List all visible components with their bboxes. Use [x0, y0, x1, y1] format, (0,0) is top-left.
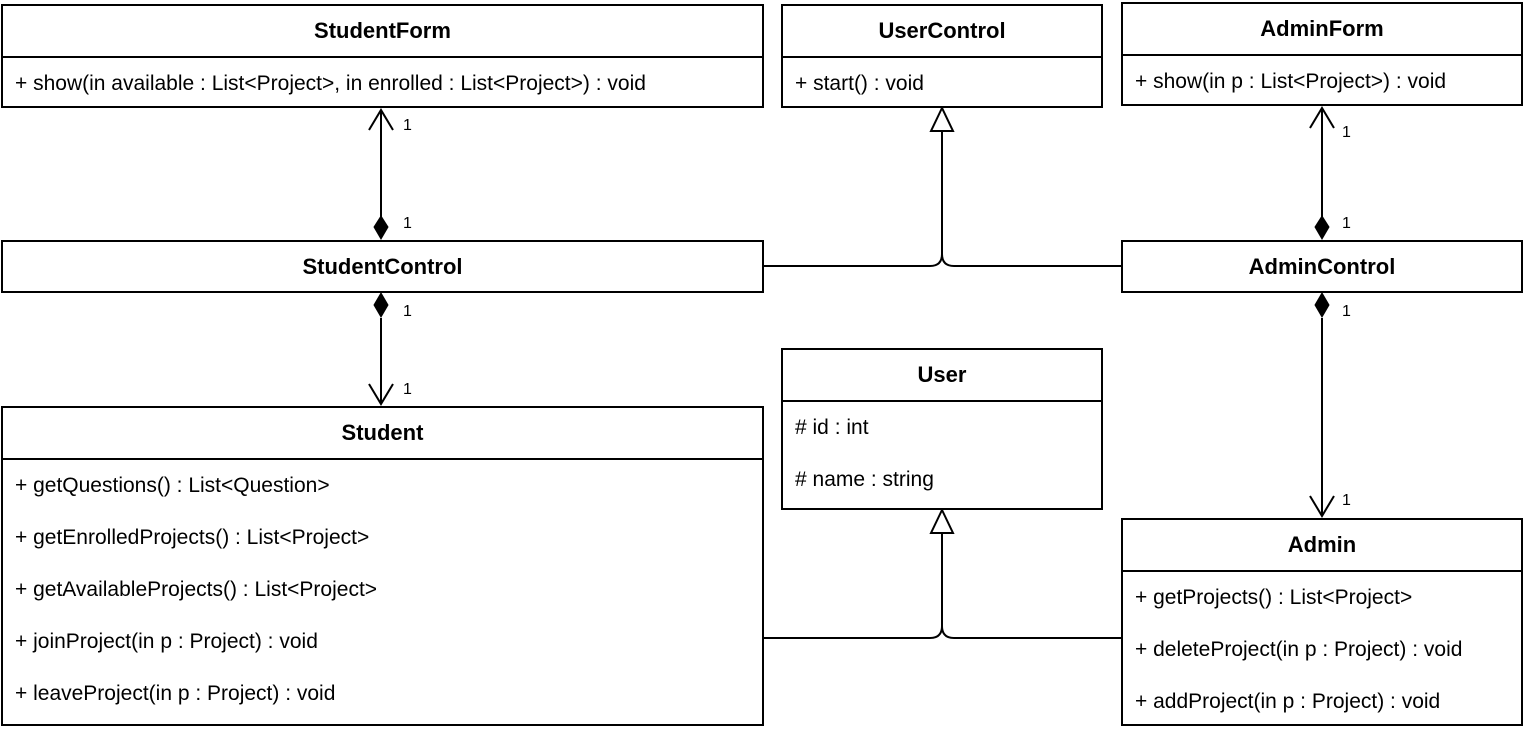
mult-sc-student-top: 1: [403, 303, 412, 320]
class-members: + start() : void: [783, 56, 1101, 116]
arrowhead-studentform: [368, 108, 394, 131]
member: # id : int: [795, 416, 869, 439]
generalization-triangle-usercontrol: [929, 105, 955, 132]
generalization-triangle-user: [929, 507, 955, 534]
composition-diamond-studentcontrol-bottom: [373, 292, 389, 318]
generalization-usercontrol: [764, 131, 1121, 267]
mult-sf-top: 1: [403, 117, 412, 134]
composition-diamond-studentcontrol-top: [373, 215, 389, 240]
class-name: UserControl: [878, 18, 1006, 43]
mult-sc-student-bottom: 1: [403, 381, 412, 398]
class-adminform: AdminForm + show(in p : List<Project>) :…: [1121, 2, 1523, 106]
member: # name : string: [795, 468, 934, 491]
composition-diamond-admincontrol-bottom: [1314, 292, 1330, 318]
composition-diamond-admincontrol-top: [1314, 215, 1330, 240]
member: + addProject(in p : Project) : void: [1135, 690, 1441, 713]
mult-ac-admin-top: 1: [1342, 303, 1351, 320]
class-studentcontrol: StudentControl: [1, 240, 764, 293]
member: + show(in p : List<Project>) : void: [1135, 70, 1447, 93]
mult-af-top: 1: [1342, 124, 1351, 141]
class-name: Student: [341, 420, 424, 445]
generalization-user: [764, 533, 1121, 639]
class-name: AdminControl: [1248, 253, 1396, 279]
member: + joinProject(in p : Project) : void: [15, 630, 318, 653]
member: + show(in available : List<Project>, in …: [15, 72, 646, 95]
class-name: Admin: [1287, 532, 1357, 557]
class-name: AdminForm: [1260, 16, 1384, 41]
arrowhead-adminform: [1309, 106, 1335, 129]
class-members: # id : int # name : string: [783, 400, 1101, 512]
class-name: StudentForm: [314, 18, 451, 43]
class-name: StudentControl: [302, 253, 463, 279]
class-studentform: StudentForm + show(in available : List<P…: [1, 4, 764, 108]
class-admincontrol: AdminControl: [1121, 240, 1523, 293]
member: + deleteProject(in p : Project) : void: [1135, 638, 1463, 661]
class-admin: Admin + getProjects() : List<Project> + …: [1121, 518, 1523, 726]
member: + getQuestions() : List<Question>: [15, 474, 330, 497]
class-usercontrol: UserControl + start() : void: [781, 4, 1103, 108]
class-members: + show(in p : List<Project>) : void: [1123, 54, 1521, 114]
member: + leaveProject(in p : Project) : void: [15, 682, 336, 705]
mult-sf-bottom: 1: [403, 215, 412, 232]
class-members: + show(in available : List<Project>, in …: [3, 56, 762, 116]
arrowhead-student: [368, 383, 394, 406]
mult-af-bottom: 1: [1342, 215, 1351, 232]
mult-ac-admin-bottom: 1: [1342, 492, 1351, 509]
class-student: Student + getQuestions() : List<Question…: [1, 406, 764, 726]
class-members: + getQuestions() : List<Question> + getE…: [3, 458, 762, 726]
member: + getEnrolledProjects() : List<Project>: [15, 526, 370, 549]
class-name: User: [917, 362, 967, 387]
member: + getProjects() : List<Project>: [1135, 586, 1413, 609]
arrowhead-admin: [1309, 495, 1335, 518]
member: + getAvailableProjects() : List<Project>: [15, 578, 378, 601]
class-user: User # id : int # name : string: [781, 348, 1103, 510]
class-members: + getProjects() : List<Project> + delete…: [1123, 570, 1521, 734]
member: + start() : void: [795, 72, 924, 95]
